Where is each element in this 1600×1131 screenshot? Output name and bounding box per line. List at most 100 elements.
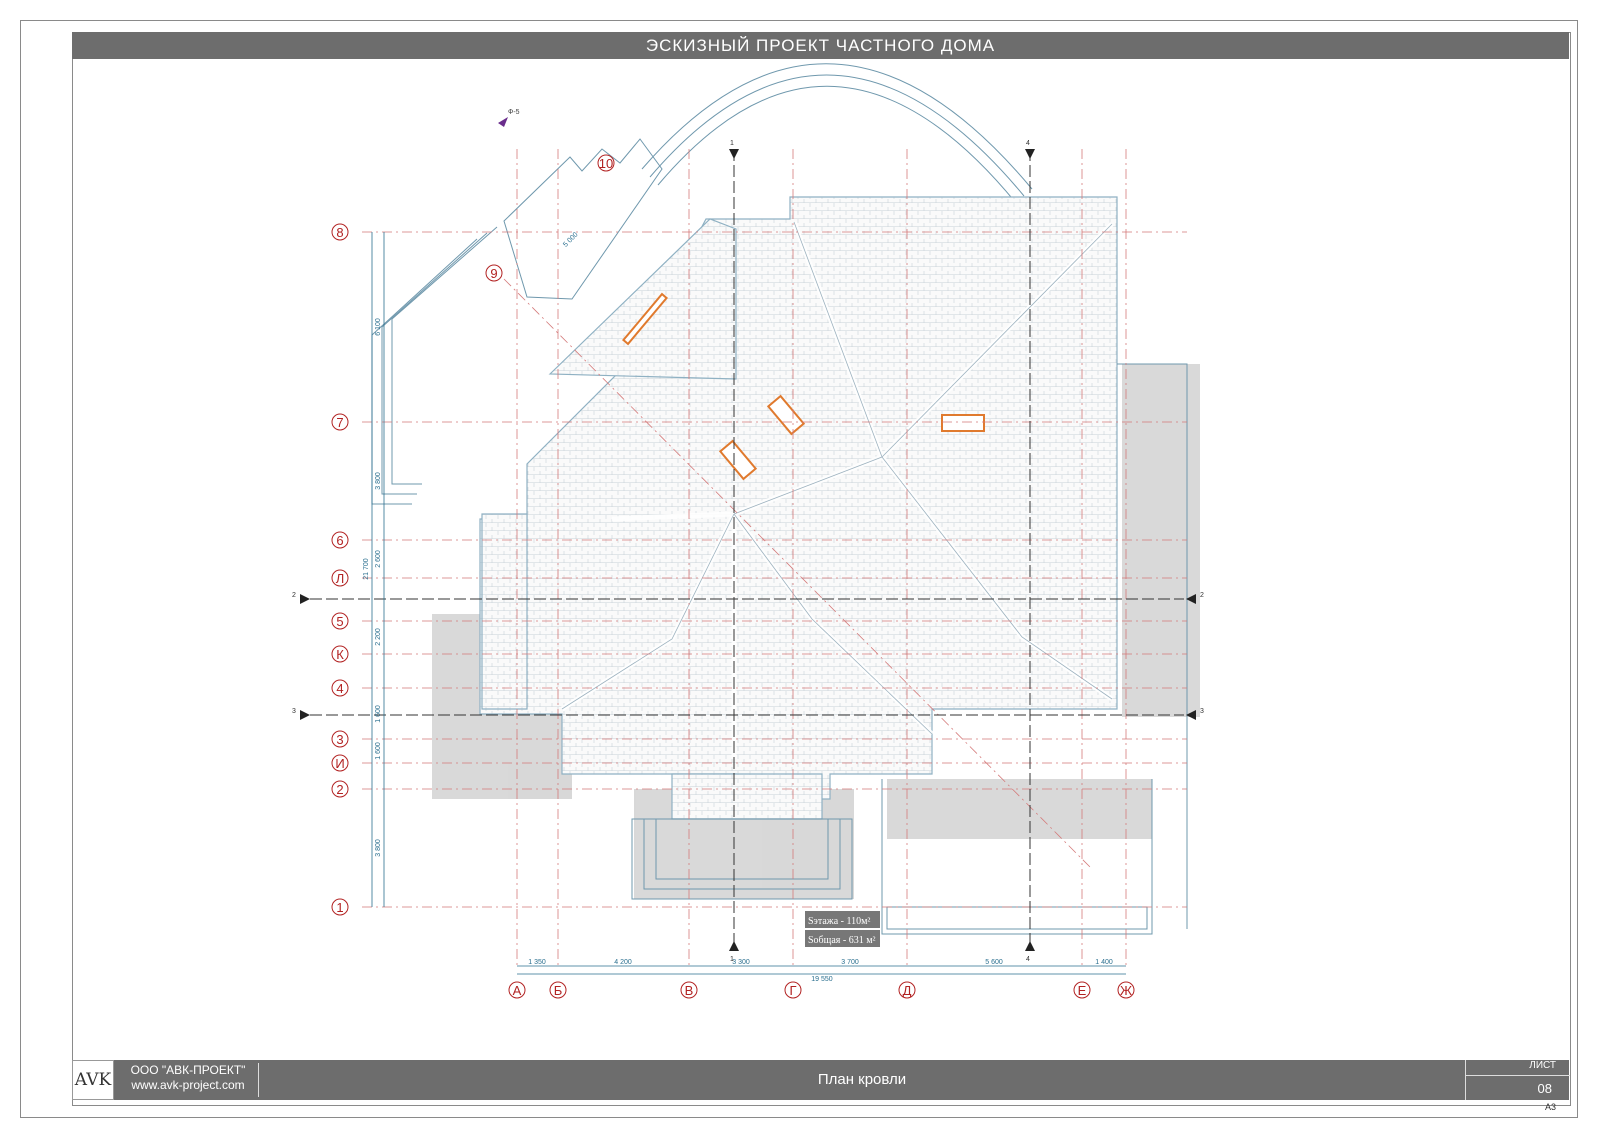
axis-row-label-bubble (331, 898, 349, 916)
dimension-value: 3 300 (732, 959, 750, 966)
section-arrow (1025, 149, 1035, 159)
page-frame (20, 20, 1578, 1118)
axis-row-label-bubble (331, 223, 349, 241)
skylight (718, 439, 758, 481)
dimension-value: 2 600 (375, 550, 382, 568)
section-label: 4 (1026, 956, 1030, 963)
axis-col-label: Е (1078, 983, 1087, 998)
axis-row-label-bubble (331, 754, 349, 772)
section-arrow (1025, 941, 1035, 951)
shadow-garage (887, 779, 1152, 839)
dimension-value: 4 200 (614, 959, 632, 966)
axis-row-label-bubble (331, 413, 349, 431)
dimension-value: 21 700 (363, 558, 370, 580)
axis-row-label-bubble (331, 531, 349, 549)
dimension-lines (371, 232, 1126, 975)
floor-area: Sэтажа - 110м² (808, 916, 870, 927)
dimension-value: 19 550 (811, 976, 833, 983)
ridge-lines-edge (561, 221, 1113, 735)
section-label: 2 (292, 592, 296, 599)
section-label: 3 (1200, 708, 1204, 715)
company-website[interactable]: www.avk-project.com (131, 1078, 245, 1092)
dimension-value: 1 400 (1095, 959, 1113, 966)
axis-row-label: 6 (336, 533, 343, 548)
section-lines (310, 149, 1184, 951)
axis-row-label: 1 (336, 900, 343, 915)
axis-row-label: 8 (336, 225, 343, 240)
section-label: 1 (730, 140, 734, 147)
axis-row-label-bubble (331, 780, 349, 798)
dimension-value: 5 000 (562, 231, 579, 248)
axis-col-label-bubble (898, 981, 916, 999)
dimension-value: 1 600 (375, 742, 382, 760)
paper-format: А3 (1545, 1102, 1557, 1112)
rotunda-outline (641, 63, 1033, 204)
footer-bar (72, 1060, 1569, 1100)
section-label: 2 (1200, 592, 1204, 599)
grid-axes (362, 149, 1187, 969)
callout-icon (498, 117, 508, 127)
axis-row-label-bubble (331, 645, 349, 663)
dimension-value: 3 800 (375, 839, 382, 857)
skylight (622, 292, 668, 346)
sheet-divider (1466, 1075, 1570, 1076)
axis-col-label: Б (554, 983, 563, 998)
section-arrow (300, 594, 310, 604)
page-title: ЭСКИЗНЫЙ ПРОЕКТ ЧАСТНОГО ДОМА (72, 32, 1569, 59)
sheet-number: 08 (1537, 1081, 1552, 1096)
roof-body (479, 196, 1118, 820)
axis-row-label: 4 (336, 681, 343, 696)
skylight (766, 394, 806, 436)
axis-row-label: 2 (336, 782, 343, 797)
company-block: ООО "АВК-ПРОЕКТ" www.avk-project.com (118, 1063, 259, 1097)
section-label: 1 (730, 956, 734, 963)
section-label: 4 (1026, 140, 1030, 147)
dimension-value: 1 350 (528, 959, 546, 966)
sheet-label: ЛИСТ (1529, 1060, 1556, 1071)
axis-diag-label-bubble (597, 154, 615, 172)
axis-col-label: Д (903, 983, 912, 998)
axis-col-label-bubble (508, 981, 526, 999)
axis-row-label: Л (336, 571, 345, 586)
callout-label: Ф-5 (508, 109, 520, 116)
roof-north-west-wing (548, 218, 737, 380)
section-markers (300, 149, 1196, 951)
dimension-value: 5 600 (985, 959, 1003, 966)
axis-row-label-bubble (331, 679, 349, 697)
axis-row-label-bubble (331, 569, 349, 587)
skylight (941, 414, 985, 432)
axis-col-label-bubble (680, 981, 698, 999)
axis-diag-label: 10 (599, 156, 613, 171)
section-arrow (729, 149, 739, 159)
roof-west-lower (481, 513, 528, 710)
axis-row-label-bubble (331, 730, 349, 748)
dimension-value: 3 800 (375, 472, 382, 490)
skylights (622, 292, 985, 481)
section-arrow (1186, 594, 1196, 604)
porch-steps (631, 818, 853, 900)
section-arrow (729, 941, 739, 951)
dimension-value: 6 100 (375, 318, 382, 336)
axis-col-label-bubble (1117, 981, 1135, 999)
axis-col-label-bubble (784, 981, 802, 999)
axis-col-label-bubble (1073, 981, 1091, 999)
axis-row-label: К (336, 647, 344, 662)
dimension-value: 2 200 (375, 628, 382, 646)
roof-main (479, 196, 1118, 800)
roof-plan-drawing: 2 2 3 3 1 1 4 4 Ф-5 876Л5К43И21АБВГДЕЖ91… (292, 63, 1204, 999)
shadow-east (1122, 364, 1200, 717)
section-label: 3 (292, 708, 296, 715)
section-arrow (1186, 710, 1196, 720)
axis-row-label-bubble (331, 612, 349, 630)
axis-row-label: 5 (336, 614, 343, 629)
sheet-number-box: ЛИСТ 08 (1465, 1060, 1570, 1100)
total-area: Sобщая - 631 м² (808, 935, 876, 946)
axis-col-label-bubble (549, 981, 567, 999)
dimension-value: 3 700 (841, 959, 859, 966)
section-arrow (300, 710, 310, 720)
axis-row-label: И (335, 756, 344, 771)
sheet-title: План кровли (817, 1071, 907, 1088)
area-summary: Sэтажа - 110м² Sобщая - 631 м² (805, 911, 880, 947)
axis-col-label: Г (789, 983, 796, 998)
